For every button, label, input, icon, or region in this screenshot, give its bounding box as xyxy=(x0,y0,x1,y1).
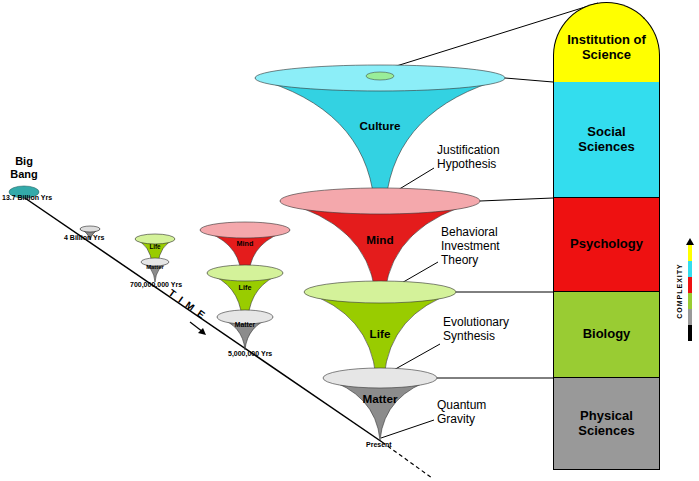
note-label: 4 Billion Yrs xyxy=(64,234,104,242)
note-label: Present xyxy=(366,441,392,449)
funnel-svg xyxy=(255,65,505,200)
time-arrowhead xyxy=(198,328,206,335)
note-label: Justification Hypothesis xyxy=(437,144,529,172)
discipline-band: Physical Sciences xyxy=(553,378,660,470)
funnel-rim xyxy=(207,265,283,281)
time-axis-label: TIME xyxy=(166,287,212,324)
funnel-shape: Mind xyxy=(200,222,290,272)
funnel-rim xyxy=(255,65,505,91)
funnel-rim xyxy=(80,226,100,232)
complexity-bar xyxy=(688,293,692,309)
funnel-body xyxy=(255,78,505,200)
band-label: Physical Sciences xyxy=(554,409,659,438)
funnel-shape: Matter xyxy=(217,310,273,350)
note-label: Evolutionary Synthesis xyxy=(443,316,529,344)
funnel-rim xyxy=(323,368,437,388)
complexity-arrowhead xyxy=(686,238,694,245)
science-dot xyxy=(366,72,394,80)
complexity-bar xyxy=(688,261,692,277)
note-label: 5,000,000 Yrs xyxy=(228,350,272,358)
funnel-label: Matter xyxy=(217,321,273,328)
band-label: Psychology xyxy=(566,237,647,251)
time-label: 13.7 Billion Yrs xyxy=(2,194,52,201)
rim-line xyxy=(480,198,553,201)
funnel-svg xyxy=(217,310,273,350)
band-label: Social Sciences xyxy=(554,125,659,154)
funnel-shape: Matter xyxy=(323,368,437,440)
discipline-band: Psychology xyxy=(553,198,660,292)
funnel-label: Matter xyxy=(141,264,169,270)
band-label: Biology xyxy=(579,327,635,341)
funnel-rim xyxy=(280,188,480,214)
funnel-body xyxy=(304,292,456,377)
discipline-band: Social Sciences xyxy=(553,82,660,198)
funnel-rim xyxy=(200,222,290,238)
complexity-bar xyxy=(688,277,692,293)
rim-line xyxy=(437,378,553,379)
discipline-band: Institution of Science xyxy=(553,2,660,82)
complexity-label: COMPLEXITY xyxy=(676,263,684,319)
funnel-label: Life xyxy=(207,283,283,292)
complexity-bar xyxy=(688,245,692,261)
rim-line xyxy=(505,78,553,82)
note-label: Quantum Gravity xyxy=(437,399,497,427)
funnel-svg xyxy=(141,258,169,282)
funnel-label: Life xyxy=(304,327,456,340)
funnel-label: Matter xyxy=(323,392,437,405)
band-label: Institution of Science xyxy=(554,33,659,62)
funnel-label: Mind xyxy=(200,239,290,248)
complexity-bar xyxy=(688,309,692,325)
complexity-bar xyxy=(688,325,692,341)
timeline xyxy=(22,196,382,442)
funnel-label: Culture xyxy=(255,119,505,132)
leader-line xyxy=(381,420,434,438)
funnel-rim xyxy=(135,234,175,244)
discipline-band: Biology xyxy=(553,292,660,378)
funnel-shape: Matter xyxy=(141,258,169,282)
funnel-shape: Culture xyxy=(255,65,505,200)
rim-line xyxy=(456,292,553,293)
note-label: Behavioral Investment Theory xyxy=(441,226,507,267)
funnel-label: Life xyxy=(135,243,175,250)
funnel-rim xyxy=(304,281,456,303)
event-name: Big Bang xyxy=(2,155,46,180)
big-bang-node: Big Bang 13.7 Billion Yrs xyxy=(2,155,68,205)
funnel-shape: Life xyxy=(304,281,456,377)
